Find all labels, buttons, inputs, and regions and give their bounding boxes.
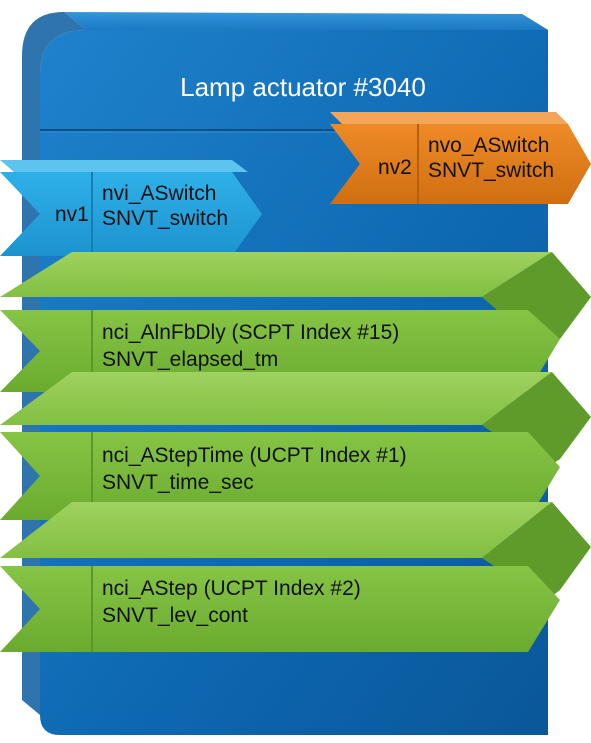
- input-nv: nv1 nvi_ASwitch SNVT_switch: [0, 160, 262, 256]
- block-top-face: [64, 12, 548, 30]
- config-property-top: [0, 502, 552, 558]
- config-property-name: nci_AStepTime (UCPT Index #1): [102, 444, 407, 467]
- output-nv-type: SNVT_switch: [428, 159, 554, 182]
- output-nv-tag: nv2: [378, 156, 412, 179]
- config-property-type: SNVT_lev_cont: [102, 604, 248, 627]
- config-property: nci_AlnFbDly (SCPT Index #15) SNVT_elaps…: [0, 252, 591, 392]
- input-nv-tag: nv1: [55, 203, 89, 226]
- config-property-shape: [0, 432, 560, 520]
- config-property: nci_AStepTime (UCPT Index #1) SNVT_time_…: [0, 372, 591, 520]
- output-nv-top: [330, 112, 568, 124]
- config-property-shape: [0, 310, 560, 392]
- output-nv-shape: [330, 124, 591, 204]
- input-nv-type: SNVT_switch: [102, 207, 228, 230]
- input-nv-name: nvi_ASwitch: [102, 182, 216, 205]
- config-property-top: [0, 252, 552, 297]
- config-property-name: nci_AStep (UCPT Index #2): [102, 577, 361, 600]
- config-property-top: [0, 372, 552, 425]
- input-nv-shape: [0, 172, 262, 256]
- config-property-type: SNVT_elapsed_tm: [102, 348, 278, 371]
- config-property-shape: [0, 566, 560, 652]
- block-title: Lamp actuator #3040: [180, 72, 426, 102]
- config-property-end: [482, 252, 591, 381]
- config-property-type: SNVT_time_sec: [102, 471, 254, 494]
- output-nv: nv2 nvo_ASwitch SNVT_switch: [330, 112, 591, 204]
- input-nv-top: [0, 160, 248, 172]
- config-property: nci_AStep (UCPT Index #2) SNVT_lev_cont: [0, 502, 591, 652]
- config-property-name: nci_AlnFbDly (SCPT Index #15): [102, 321, 399, 344]
- output-nv-name: nvo_ASwitch: [428, 134, 549, 157]
